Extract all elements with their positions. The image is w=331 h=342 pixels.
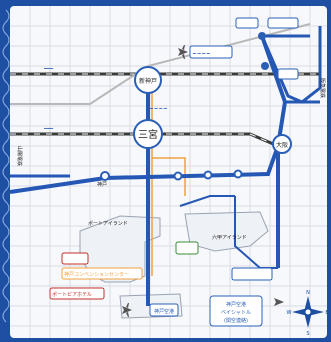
station-kobe[interactable] [100,171,110,181]
compass-e: E [325,310,327,316]
label-box-blue-bottom [231,267,273,281]
sannomiya-label: 三宮 [138,128,158,141]
airport-label: 神戸空港 [154,308,174,315]
shinkansen-line [10,23,311,105]
airplane-icon [122,303,132,317]
compass-rose-icon: N S E W [287,290,327,337]
lace-border-decoration [2,9,10,323]
info-box-line3: (関空連絡) [224,317,248,324]
label-box-top-left [235,17,259,29]
rail-line-main-blue [10,35,288,194]
airplane-icon [178,45,188,59]
compass-w: W [287,310,292,316]
kobe-station-label: 神戸 [97,181,107,188]
label-box-top-right [267,17,299,29]
route-map-svg: ━ ━ ━ ━ ━━━ ━━━ ━ ━ ━ ━ 三宮 新神戸 大阪 神戸 六甲ア… [10,6,327,338]
label-box-top [189,45,233,59]
label-mid-1: ━ ━ ━ ━ [149,106,168,112]
label-left-1: ━━━ [43,66,54,72]
bottom-info-box [209,295,263,327]
right-edge-label: 阪急電鉄 [319,78,326,98]
station-small-2[interactable] [203,170,213,180]
label-box-airport [149,303,179,317]
label-top-text: ━ ━ ━ ━ [192,51,211,57]
label-box-right-1 [277,68,299,80]
port-island-label: ポートアイランド [88,220,128,227]
rail-line-rokko-link [179,195,235,207]
shinkobe-label: 新神戸 [139,77,157,85]
info-box-line2: ベイシャトル [221,310,251,316]
label-box-red-1 [61,252,89,265]
compass-s: S [306,331,309,337]
left-edge-label: 山陽電鉄 [16,146,23,166]
convention-label: 神戸コンベンションセンター [64,271,129,278]
station-small-1[interactable] [173,171,183,181]
label-box-red-2 [49,287,105,300]
station-small-3[interactable] [233,169,243,179]
label-left-2: ━━━ [43,126,54,132]
rail-line-jr-local [10,132,279,148]
station-right-mid[interactable] [261,62,269,70]
info-box-line1: 神戸空港 [226,301,246,308]
label-box-orange [61,267,143,280]
port-liner-label: ポートピアホテル [52,291,92,298]
station-osaka[interactable] [272,134,292,154]
station-top-right[interactable] [258,32,266,40]
map-grid [10,6,327,338]
label-box-green [175,241,199,255]
compass-n: N [306,290,310,296]
station-shinkobe[interactable] [134,66,162,94]
airplane-icon [274,298,284,306]
station-sannomiya[interactable] [133,119,163,149]
osaka-label: 大阪 [276,141,288,149]
rokko-island-label: 六甲アイランド [212,234,247,241]
route-map: ━ ━ ━ ━ ━━━ ━━━ ━ ━ ━ ━ 三宮 新神戸 大阪 神戸 六甲ア… [10,6,327,338]
